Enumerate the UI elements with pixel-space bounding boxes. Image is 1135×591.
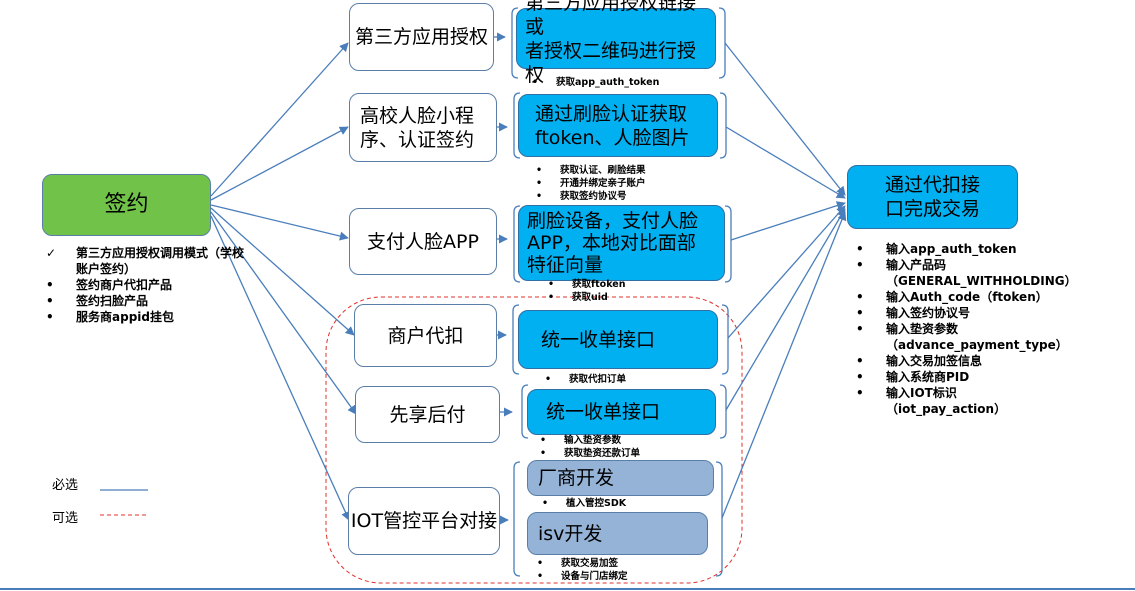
campus-face-node: 高校人脸小程 序、认证签约 [349, 93, 497, 162]
legend-required-label: 必选 [52, 478, 79, 493]
merchant-notes: 获取代扣订单 [541, 373, 626, 386]
unified-order-step-1-label: 统一收单接口 [541, 328, 656, 351]
final-input-item: 输入交易加签信息 [850, 353, 1046, 369]
isv-dev-step-label: isv开发 [538, 522, 603, 545]
note-item: 获取交易加签 [533, 557, 628, 570]
arrow-sign-campus [210, 126, 349, 201]
sign-note-item: 签约扫脸产品 [40, 293, 250, 309]
face-notes: 获取认证、刷脸结果 开通并绑定亲子账户 获取签约协议号 [532, 164, 646, 203]
note-item: 获取签约协议号 [532, 190, 646, 203]
auth-link-step-label: 第三方应用授权链接或 者授权二维码进行授权 [525, 0, 697, 86]
note-item: 获取ftoken [544, 278, 625, 291]
third-party-auth-label: 第三方应用授权 [354, 26, 488, 48]
bottom-accent-line [0, 588, 1135, 590]
final-input-item: 输入app_auth_token [850, 241, 1046, 257]
vendor-notes: 植入管控SDK [538, 497, 626, 510]
legend-optional-label: 可选 [52, 511, 79, 526]
arrow-sign-auth [210, 42, 349, 197]
arrow-iot-final [721, 211, 847, 519]
pay-later-node: 先享后付 [355, 386, 500, 443]
note-item: 获取uid [544, 291, 625, 304]
note-item: 设备与门店绑定 [533, 570, 628, 583]
auth-notes: 获取app_auth_token [528, 76, 659, 89]
final-inputs: 输入app_auth_token 输入产品码（GENERAL_WITHHOLDI… [850, 241, 1077, 417]
note-item: 输入垫资参数 [536, 434, 640, 447]
sign-node: 签约 [42, 174, 211, 236]
final-node-label: 通过代扣接 口完成交易 [884, 174, 980, 220]
arrow-sign-merchant [210, 207, 355, 336]
face-app-node: 支付人脸APP [349, 208, 497, 275]
app-notes: 获取ftoken 获取uid [544, 278, 625, 304]
pay-later-label: 先享后付 [389, 403, 466, 426]
note-item: 获取认证、刷脸结果 [532, 164, 646, 177]
campus-face-label: 高校人脸小程 序、认证签约 [360, 104, 475, 151]
arrow-app-final [730, 201, 846, 241]
merchant-deduct-node: 商户代扣 [354, 304, 497, 367]
vendor-dev-step: 厂商开发 [527, 460, 714, 496]
sign-note-item: 签约商户代扣产品 [40, 277, 250, 293]
face-app-label: 支付人脸APP [367, 230, 479, 253]
arrow-auth-final [724, 42, 846, 196]
face-auth-step: 通过刷脸认证获取 ftoken、人脸图片 [518, 94, 718, 157]
note-item: 获取代扣订单 [541, 373, 626, 386]
face-device-step-label: 刷脸设备，支付人脸 APP，本地对比面部 特征向量 [527, 210, 699, 276]
iot-platform-node: IOT管控平台对接 [348, 487, 500, 555]
note-item: 获取app_auth_token [528, 76, 659, 89]
vendor-dev-step-label: 厂商开发 [538, 467, 615, 489]
arrow-face-final [725, 126, 846, 199]
unified-order-step-1: 统一收单接口 [518, 310, 718, 369]
iot-platform-label: IOT管控平台对接 [350, 510, 498, 532]
final-input-item: 输入Auth_code（ftoken） [850, 289, 1048, 305]
third-party-auth-node: 第三方应用授权 [349, 3, 494, 71]
note-item: 植入管控SDK [538, 497, 626, 510]
note-item: 开通并绑定亲子账户 [532, 177, 646, 190]
unified-order-step-2-label: 统一收单接口 [546, 401, 661, 423]
auth-link-step: 第三方应用授权链接或 者授权二维码进行授权 [516, 0, 716, 86]
final-input-item: 输入IOT标识（iot_pay_action） [850, 385, 1046, 417]
isv-dev-step: isv开发 [527, 512, 708, 555]
final-node: 通过代扣接 口完成交易 [847, 165, 1018, 229]
face-auth-step-label: 通过刷脸认证获取 ftoken、人脸图片 [535, 102, 690, 149]
sign-note-item: 服务商appid挂包 [40, 309, 250, 325]
arrow-merchant-final [727, 205, 846, 339]
unified-order-step-2: 统一收单接口 [527, 389, 716, 435]
final-input-item: 输入产品码（GENERAL_WITHHOLDING） [850, 257, 1077, 289]
optional-region [325, 296, 743, 584]
final-input-item: 输入垫资参数（advance_payment_type） [850, 321, 1068, 353]
final-input-item: 输入签约协议号 [850, 305, 1046, 321]
sign-node-label: 签约 [104, 192, 149, 217]
arrow-sign-app [210, 204, 349, 241]
pay-later-notes: 输入垫资参数 获取垫资还款订单 [536, 434, 640, 460]
final-input-item: 输入系统商PID [850, 369, 1046, 385]
sign-notes: 第三方应用授权调用模式（学校账户签约） 签约商户代扣产品 签约扫脸产品 服务商a… [40, 245, 250, 325]
merchant-deduct-label: 商户代扣 [387, 324, 464, 347]
note-item: 获取垫资还款订单 [536, 447, 640, 460]
sign-note-item: 第三方应用授权调用模式（学校账户签约） [40, 245, 250, 277]
isv-notes: 获取交易加签 设备与门店绑定 [533, 557, 628, 583]
arrow-paylater-final [725, 208, 846, 411]
face-device-step: 刷脸设备，支付人脸 APP，本地对比面部 特征向量 [518, 205, 725, 281]
